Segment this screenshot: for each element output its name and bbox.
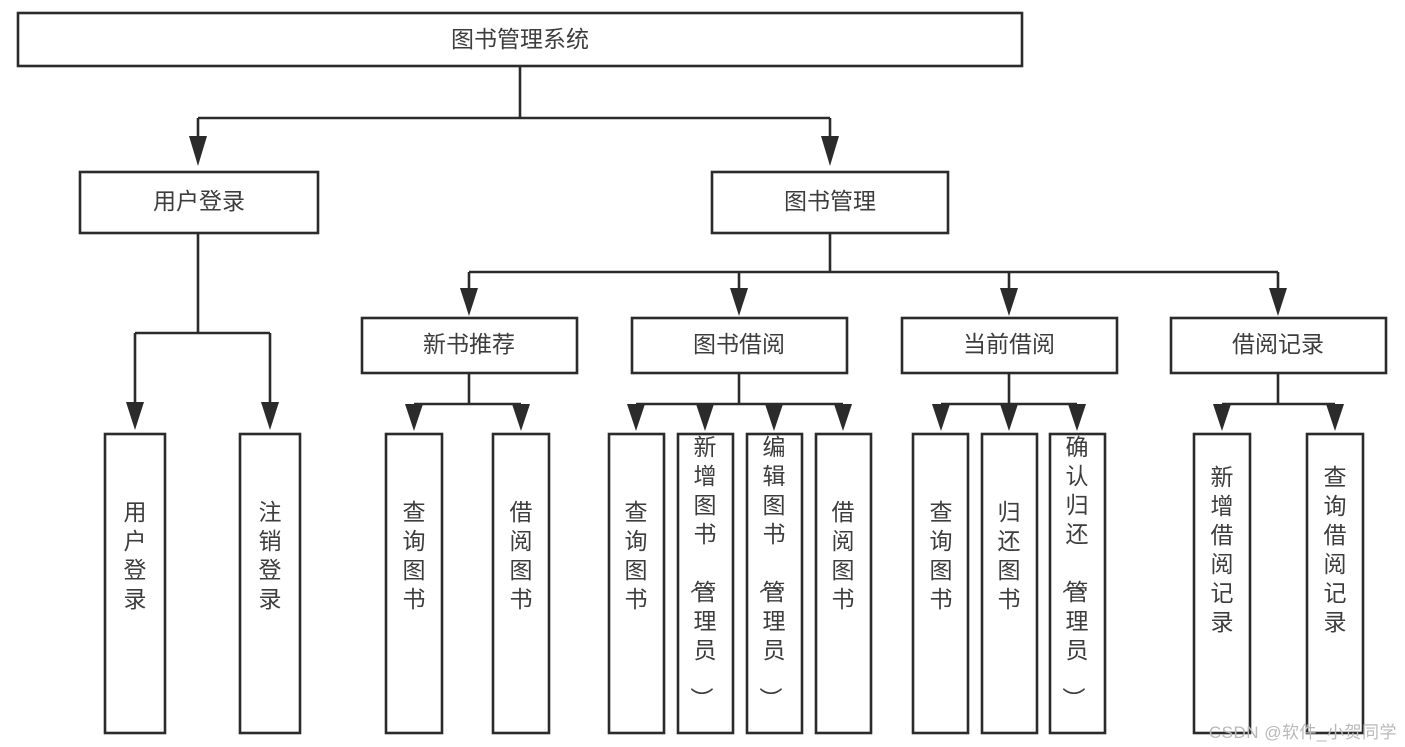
node-book-borrow-label: 图书借阅 bbox=[693, 331, 785, 357]
node-leaf-user-login[interactable]: 用户登录 bbox=[103, 432, 167, 735]
node-leaf-logout-login-box[interactable] bbox=[238, 432, 302, 735]
arrow-nbr-leaf-1 bbox=[405, 404, 423, 431]
node-leaf-borrow-book-1-box[interactable] bbox=[491, 432, 551, 735]
node-book-borrow-box[interactable] bbox=[630, 316, 849, 375]
node-current-borrow-box[interactable] bbox=[900, 316, 1119, 375]
node-leaf-query-book-3-label: 查询图书 bbox=[930, 499, 953, 612]
node-leaf-query-book-2[interactable]: 查询图书 bbox=[607, 432, 666, 735]
arrow-br-leaf-2 bbox=[1326, 404, 1344, 431]
node-leaf-return-book-box[interactable] bbox=[980, 432, 1039, 735]
node-book-management[interactable]: 图书管理 bbox=[710, 170, 950, 235]
node-leaf-borrow-book-2-box[interactable] bbox=[814, 432, 873, 735]
node-leaf-borrow-book-2-label: 借阅图书 bbox=[832, 499, 855, 612]
node-leaf-user-login-box[interactable] bbox=[103, 432, 167, 735]
arrow-root-to-book-management bbox=[821, 136, 839, 166]
node-root-label: 图书管理系统 bbox=[451, 26, 589, 52]
arrow-bb-leaf-2 bbox=[696, 404, 714, 431]
node-borrow-record-box[interactable] bbox=[1169, 316, 1388, 375]
connector-layer bbox=[126, 66, 1344, 431]
node-current-borrow-label: 当前借阅 bbox=[963, 331, 1055, 357]
node-leaf-confirm-return[interactable]: 确认归还（管理员） bbox=[1048, 432, 1107, 735]
node-leaf-query-book-2-box[interactable] bbox=[607, 432, 666, 735]
node-leaf-logout-login[interactable]: 注销登录 bbox=[238, 432, 302, 735]
node-leaf-add-book[interactable]: 新增图书（管理员） bbox=[676, 432, 735, 735]
node-leaf-borrow-book-1[interactable]: 借阅图书 bbox=[491, 432, 551, 735]
arrow-cb-leaf-1 bbox=[932, 404, 950, 431]
node-user-login-label: 用户登录 bbox=[153, 188, 245, 214]
node-leaf-query-book-2-label: 查询图书 bbox=[625, 499, 648, 612]
arrow-bb-leaf-1 bbox=[627, 404, 645, 431]
node-root[interactable]: 图书管理系统 bbox=[16, 11, 1024, 68]
node-leaf-query-record-label: 查询借阅记录 bbox=[1324, 464, 1347, 635]
arrow-user-login-leaf-1 bbox=[126, 402, 144, 430]
node-leaf-edit-book[interactable]: 编辑图书（管理员） bbox=[745, 432, 804, 735]
node-leaf-logout-login-label: 注销登录 bbox=[259, 499, 282, 612]
arrow-bm-borrow-record bbox=[1269, 288, 1287, 316]
node-leaf-query-record-box[interactable] bbox=[1305, 432, 1365, 735]
arrow-br-leaf-1 bbox=[1213, 404, 1231, 431]
node-book-borrow[interactable]: 图书借阅 bbox=[630, 316, 849, 375]
node-new-book-recommend-box[interactable] bbox=[360, 316, 579, 375]
node-user-login[interactable]: 用户登录 bbox=[78, 170, 320, 235]
arrow-cb-leaf-2 bbox=[1000, 404, 1018, 431]
node-leaf-query-record[interactable]: 查询借阅记录 bbox=[1305, 432, 1365, 735]
node-leaf-query-book-3[interactable]: 查询图书 bbox=[911, 432, 970, 735]
node-borrow-record[interactable]: 借阅记录 bbox=[1169, 316, 1388, 375]
arrow-bm-book-borrow bbox=[730, 288, 748, 316]
node-book-management-label: 图书管理 bbox=[784, 188, 876, 214]
arrow-bb-leaf-3 bbox=[765, 404, 783, 431]
node-leaf-query-book-1[interactable]: 查询图书 bbox=[384, 432, 444, 735]
node-book-management-box[interactable] bbox=[710, 170, 950, 235]
node-leaf-return-book-label: 归还图书 bbox=[998, 499, 1021, 612]
node-leaf-borrow-book-1-label: 借阅图书 bbox=[510, 499, 533, 612]
arrow-bm-new-book-recommend bbox=[460, 288, 478, 316]
node-leaf-confirm-return-box[interactable] bbox=[1048, 432, 1107, 735]
arrow-cb-leaf-3 bbox=[1068, 404, 1086, 431]
node-current-borrow[interactable]: 当前借阅 bbox=[900, 316, 1119, 375]
node-leaf-add-book-box[interactable] bbox=[676, 432, 735, 735]
arrow-nbr-leaf-2 bbox=[512, 404, 530, 431]
node-leaf-add-record-box[interactable] bbox=[1192, 432, 1252, 735]
node-leaf-add-book-label: 新增图书（管理员） bbox=[689, 434, 717, 710]
node-leaf-confirm-return-label: 确认归还（管理员） bbox=[1061, 434, 1089, 710]
node-new-book-recommend[interactable]: 新书推荐 bbox=[360, 316, 579, 375]
node-leaf-borrow-book-2[interactable]: 借阅图书 bbox=[814, 432, 873, 735]
node-leaf-query-book-1-box[interactable] bbox=[384, 432, 444, 735]
node-user-login-box[interactable] bbox=[78, 170, 320, 235]
node-leaf-edit-book-label: 编辑图书（管理员） bbox=[758, 434, 786, 710]
node-leaf-query-book-3-box[interactable] bbox=[911, 432, 970, 735]
node-leaf-return-book[interactable]: 归还图书 bbox=[980, 432, 1039, 735]
node-leaf-user-login-label: 用户登录 bbox=[124, 499, 147, 612]
node-leaf-edit-book-box[interactable] bbox=[745, 432, 804, 735]
node-new-book-recommend-label: 新书推荐 bbox=[423, 331, 515, 357]
node-leaf-add-record[interactable]: 新增借阅记录 bbox=[1192, 432, 1252, 735]
node-borrow-record-label: 借阅记录 bbox=[1232, 331, 1324, 357]
node-leaf-add-record-label: 新增借阅记录 bbox=[1211, 464, 1234, 635]
arrow-root-to-user-login bbox=[189, 136, 207, 166]
node-leaf-query-book-1-label: 查询图书 bbox=[403, 499, 426, 612]
csdn-watermark: CSDN @软件_小贺同学 bbox=[1208, 723, 1397, 742]
arrow-bb-leaf-4 bbox=[834, 404, 852, 431]
arrow-user-login-leaf-2 bbox=[261, 402, 279, 430]
node-root-box[interactable] bbox=[16, 11, 1024, 68]
arrow-bm-current-borrow bbox=[1000, 288, 1018, 316]
